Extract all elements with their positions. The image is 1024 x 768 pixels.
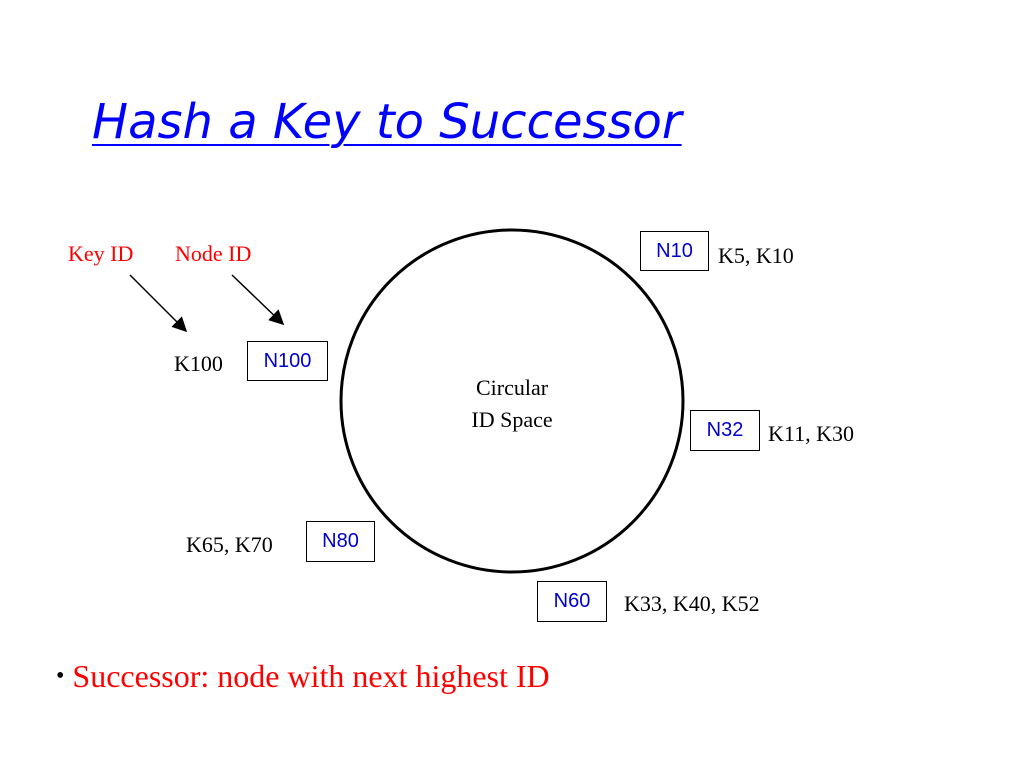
center-label-line1: Circular (475, 375, 549, 400)
node-n60-keys: K33, K40, K52 (624, 591, 760, 616)
node-id-label: Node ID (175, 241, 252, 266)
center-label-line2: ID Space (471, 407, 553, 432)
node-n10-keys: K5, K10 (718, 243, 794, 268)
node-n32: N32 (690, 410, 760, 451)
key-id-label: Key ID (68, 241, 134, 266)
node-n32-keys: K11, K30 (768, 421, 854, 446)
node-n60: N60 (537, 581, 607, 622)
node-id-arrow (231, 274, 285, 326)
node-n100-keys: K100 (174, 351, 223, 376)
node-n100: N100 (247, 341, 328, 381)
bullet-dot-icon: • (56, 663, 65, 689)
slide-title: Hash a Key to Successor (92, 94, 682, 150)
bullet-text: Successor: node with next highest ID (72, 658, 550, 694)
id-space-circle (339, 228, 685, 574)
node-n10: N10 (640, 231, 709, 271)
circle-center-label: Circular ID Space (432, 372, 592, 436)
key-id-arrow (129, 274, 188, 333)
node-n80-keys: K65, K70 (186, 532, 273, 557)
bullet-point: • Successor: node with next highest ID (56, 660, 550, 692)
node-n80: N80 (306, 521, 375, 562)
